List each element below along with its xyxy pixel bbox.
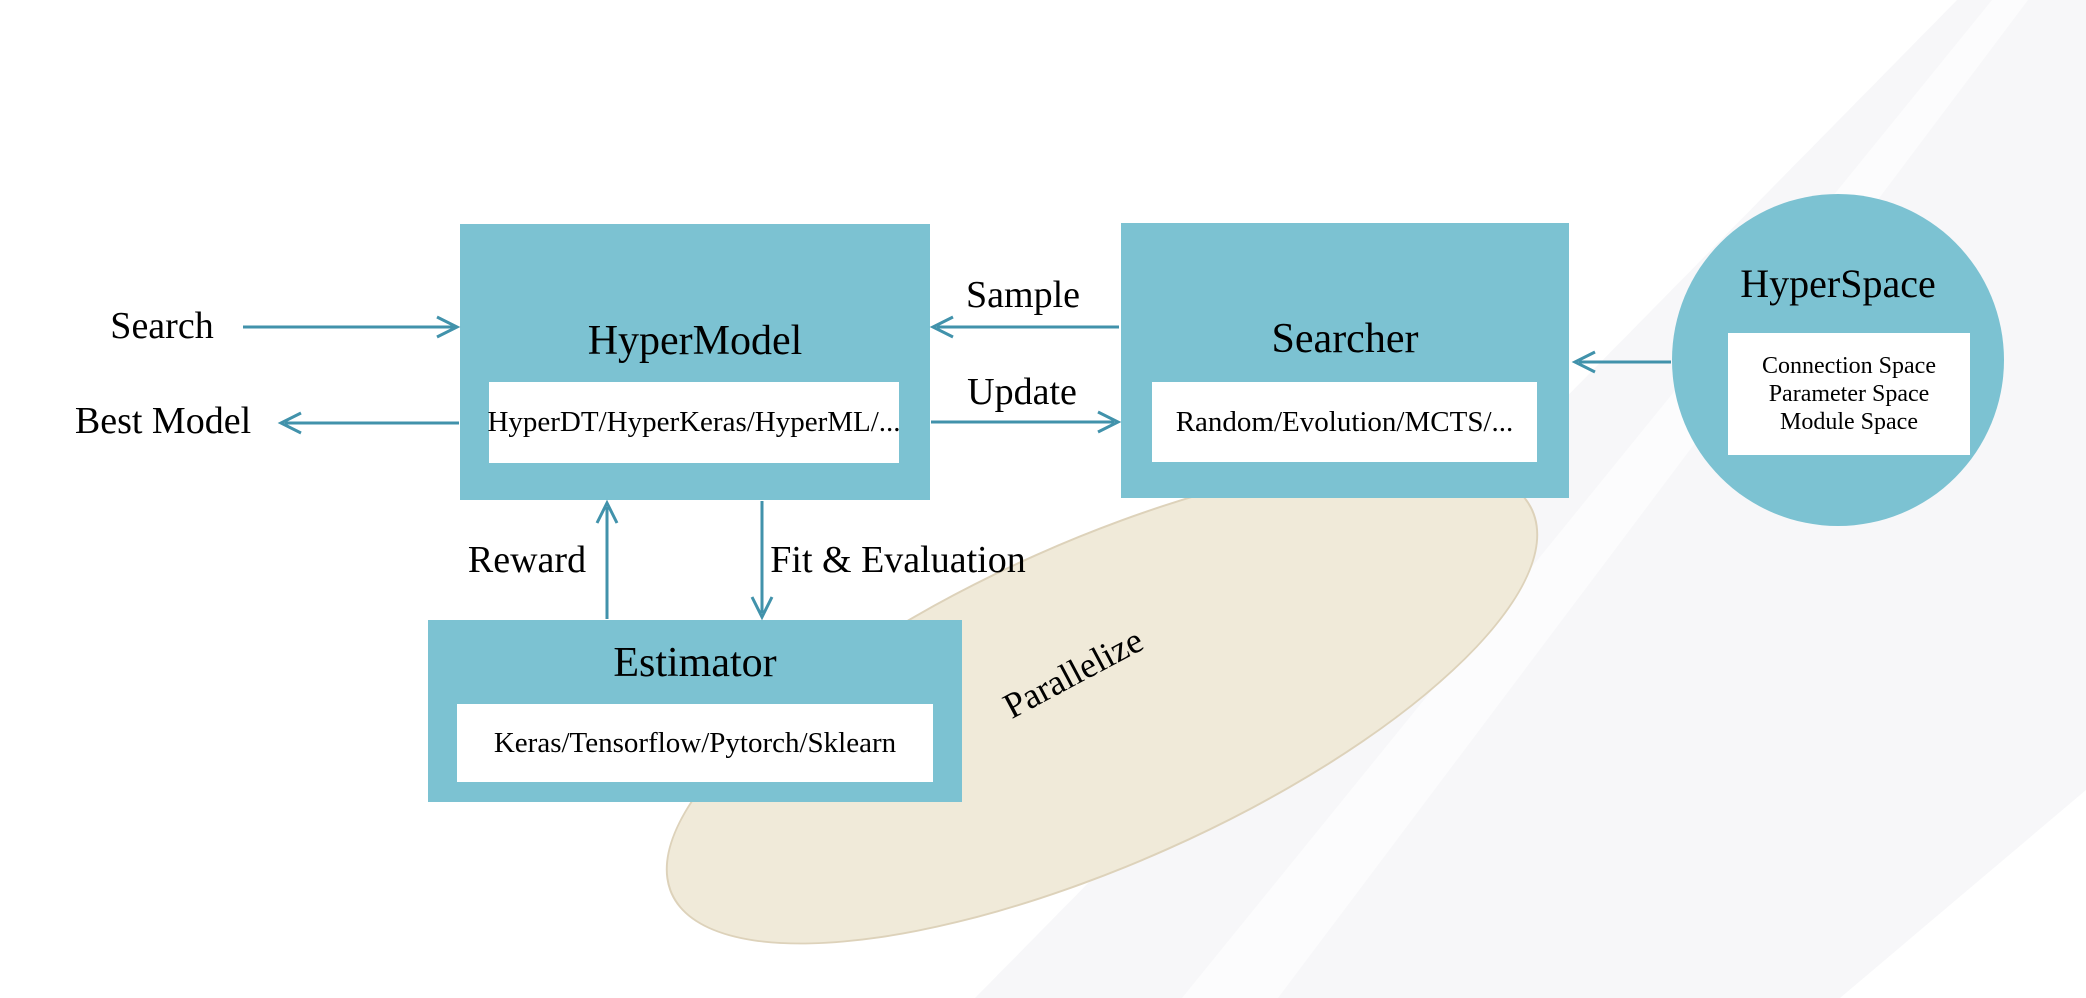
hyperspace-detail: Connection Space Parameter Space Module … [1728,333,1970,455]
reward-arrow [595,499,619,619]
arrow-head [277,411,302,435]
arrow-head [750,596,774,621]
hyperspace-arrow [1571,350,1671,374]
search-arrow [243,315,461,339]
sample-label: Sample [966,274,1080,316]
estimator-detail: Keras/Tensorflow/Pytorch/Sklearn [457,704,933,782]
searcher-title: Searcher [1271,316,1419,362]
best-model-arrow [277,411,459,435]
searcher-detail: Random/Evolution/MCTS/... [1152,382,1537,462]
best-model-label: Best Model [74,400,252,442]
arrow-head [436,315,461,339]
hypermodel-title: HyperModel [587,318,803,364]
reward-label: Reward [467,539,587,581]
arrow-head [1097,410,1122,434]
hyperspace-detail-line: Module Space [1780,409,1918,435]
fit-evaluation-label: Fit & Evaluation [770,539,1026,581]
hyperspace-node: HyperSpace Connection Space Parameter Sp… [1672,194,2004,526]
hyperspace-detail-line: Connection Space [1762,353,1936,379]
hyperspace-detail-line: Parameter Space [1768,381,1930,407]
searcher-node: Searcher Random/Evolution/MCTS/... [1121,223,1569,498]
hyperspace-title: HyperSpace [1740,261,1936,306]
update-arrow [931,410,1122,434]
fit-evaluation-arrow [750,501,774,621]
arrow-head [929,315,954,339]
sample-arrow [929,315,1119,339]
arrow-head [1571,350,1596,374]
estimator-node: Estimator Keras/Tensorflow/Pytorch/Sklea… [428,620,962,802]
search-label: Search [110,305,214,347]
hypermodel-detail: HyperDT/HyperKeras/HyperML/... [487,382,901,463]
update-label: Update [967,371,1077,413]
hypermodel-node: HyperModel HyperDT/HyperKeras/HyperML/..… [460,224,930,500]
arrow-head [595,499,619,524]
estimator-title: Estimator [613,640,777,686]
